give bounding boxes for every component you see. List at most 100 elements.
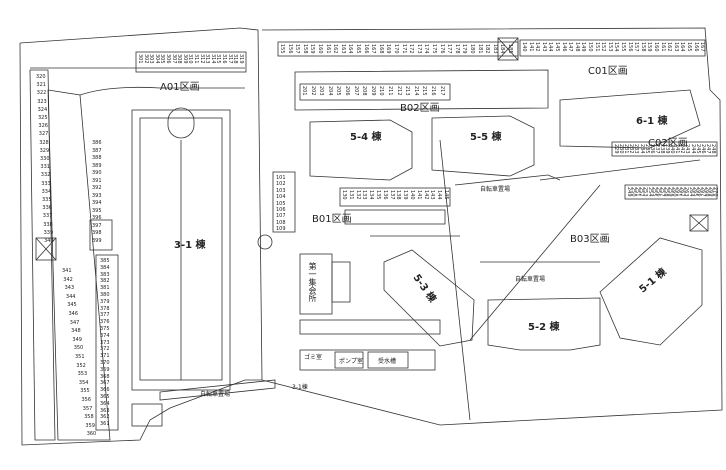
stall-number: 349: [72, 336, 82, 343]
facility-pump-room: ポンプ室: [339, 358, 363, 365]
stall-number: 144: [436, 190, 443, 200]
building-label-hall: 第一集会所: [308, 262, 317, 302]
a01-right-stalls: [95, 254, 119, 431]
stall-number: 131: [347, 190, 354, 200]
stall-number: 170: [393, 44, 399, 54]
stall-number: 346: [68, 311, 79, 317]
stall-number: 140: [409, 190, 415, 200]
stall-number: 212: [395, 86, 402, 96]
stall-number: 183: [491, 44, 498, 54]
stall-number: 395: [92, 207, 102, 214]
stall-number: 202: [309, 86, 316, 96]
stall-number: 161: [659, 42, 666, 52]
stall-number: 160: [317, 44, 323, 54]
stall-number: 168: [377, 44, 384, 54]
stall-number: 162: [332, 44, 339, 54]
facility-bike-b: 自転車置場: [515, 276, 546, 283]
stall-number: 208: [361, 86, 368, 96]
stall-number: 165: [355, 44, 361, 54]
stall-number: 217: [438, 86, 445, 96]
stall-number: 163: [672, 42, 679, 52]
zone-label-c02: C02区画: [648, 138, 688, 149]
stall-number: 108: [276, 219, 286, 226]
stall-number: 143: [429, 190, 436, 200]
a01-inner-strip: [47, 89, 111, 441]
b03-stall-row: [624, 184, 718, 200]
stall-number: 248: [709, 144, 716, 154]
stall-number: 150: [587, 42, 593, 52]
stall-number: 151: [593, 42, 600, 52]
stall-number: 366: [100, 387, 110, 394]
building-5-5: [431, 115, 535, 177]
stall-number: 371: [100, 353, 110, 360]
stall-number: 326: [38, 123, 48, 130]
zone-label-c01: C01区画: [588, 66, 628, 77]
stall-number: 384: [100, 264, 110, 271]
stall-number: 325: [38, 115, 48, 121]
a01-road-curve: [79, 86, 245, 96]
building-label-3-1: 3-1 棟: [174, 240, 206, 251]
stall-number: 388: [92, 155, 102, 161]
stall-number: 162: [666, 42, 673, 52]
facility-bike-a: 自転車置場: [200, 391, 231, 398]
bike-shelter-a: [159, 379, 276, 401]
stall-number: 367: [100, 380, 110, 387]
stall-number: 164: [347, 44, 354, 54]
stall-number: 334: [41, 188, 52, 195]
stall-number: 166: [362, 44, 369, 54]
stall-number: 107: [276, 213, 286, 220]
stall-number: 328: [39, 139, 49, 146]
stall-number: 333: [41, 180, 51, 187]
stall-number: 382: [100, 278, 110, 285]
stall-number: 184: [499, 44, 506, 54]
stall-number: 101: [276, 175, 286, 181]
stall-number: 391: [92, 177, 102, 184]
stall-number: 145: [554, 42, 560, 52]
stall-number: 207: [352, 86, 359, 96]
b01-stall-column: [272, 171, 296, 233]
zone-label-b03: B03区画: [570, 234, 610, 245]
stall-number: 148: [573, 42, 580, 52]
stall-number: 378: [100, 305, 110, 312]
stall-number: 132: [354, 190, 361, 200]
stall-number: 204: [326, 86, 333, 96]
stall-number: 338: [43, 221, 53, 228]
c02-stall-row: [611, 141, 718, 157]
stall-number: 143: [540, 42, 547, 52]
stall-number: 342: [63, 276, 73, 283]
stall-number: 149: [580, 42, 587, 52]
stall-number: 134: [368, 190, 375, 200]
stall-number: 156: [286, 44, 293, 54]
building-5-4: [309, 119, 413, 181]
stall-number: 351: [75, 354, 85, 360]
stall-number: 109: [276, 226, 286, 233]
stall-number: 140: [521, 42, 527, 52]
stall-number: 377: [100, 312, 110, 319]
stall-number: 341: [62, 268, 72, 274]
building-5-2: [487, 297, 601, 351]
stall-number: 372: [100, 346, 110, 353]
stall-number: 172: [408, 44, 415, 54]
stall-number: 344: [65, 293, 76, 300]
stall-number: 345: [67, 302, 77, 309]
stall-number: 358: [84, 414, 94, 421]
stall-number: 158: [301, 44, 308, 54]
building-label-6-1: 6-1 棟: [636, 116, 668, 127]
stall-number: 136: [381, 190, 388, 200]
stall-number: 385: [100, 258, 110, 264]
stall-number: 105: [276, 200, 286, 207]
stall-number: 141: [415, 190, 422, 200]
stall-number: 137: [388, 190, 395, 200]
boundary-a01: [19, 27, 263, 446]
stall-number: 327: [38, 131, 49, 138]
stall-number: 324: [37, 106, 48, 113]
stall-number: 359: [85, 422, 95, 429]
stall-number: 215: [421, 86, 428, 96]
stall-number: 216: [430, 86, 436, 96]
stall-number: 147: [567, 42, 574, 52]
stall-number: 159: [309, 44, 316, 54]
stall-number: 210: [378, 86, 385, 96]
stall-number: 365: [100, 394, 110, 400]
map-linework: [19, 27, 723, 446]
stall-number: 270: [712, 187, 719, 197]
